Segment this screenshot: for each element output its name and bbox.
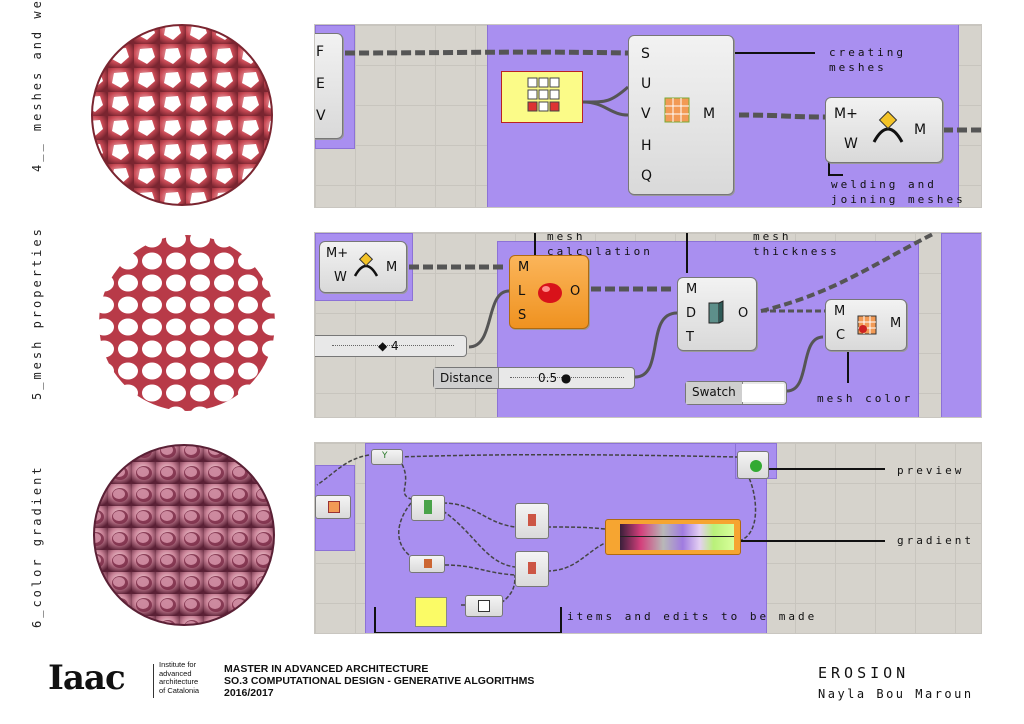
annotation-mesh-thickness: mesh thickness: [753, 232, 840, 258]
component-icon: [424, 500, 432, 514]
integer-slider[interactable]: ◆ 4: [315, 335, 467, 357]
input-s: S: [518, 308, 527, 323]
component-l[interactable]: [409, 555, 445, 573]
annotation-welding: welding and joining meshes: [831, 178, 966, 206]
year-label: 2016/2017: [224, 687, 274, 699]
input-h: H: [641, 138, 652, 154]
input-w: W: [334, 270, 347, 285]
swatch-node[interactable]: Swatch: [685, 381, 787, 405]
course-title: SO.3 COMPUTATIONAL DESIGN - GENERATIVE A…: [224, 675, 535, 687]
mesh-join-node-copy[interactable]: M+ W M: [319, 241, 407, 293]
author-name: Nayla Bou Maroun: [818, 687, 974, 701]
component-icon: [424, 559, 432, 568]
input-m-plus: M+: [326, 246, 349, 261]
input-m: M: [834, 304, 846, 319]
component-icon: [528, 562, 536, 574]
gradient-node[interactable]: [605, 519, 741, 555]
output-o: O: [570, 284, 581, 299]
mesh-thickness-node[interactable]: M D T O: [677, 277, 757, 351]
slider-value: ◆ 4: [378, 339, 399, 353]
gradient-sphere-image: [93, 444, 275, 626]
output-m: M: [890, 316, 902, 331]
mesh-color-icon: [857, 315, 877, 335]
logo-divider: [153, 664, 154, 698]
input-m: M: [686, 282, 698, 297]
mesh-construct-node[interactable]: S U V H Q M: [628, 35, 734, 195]
mesh-calculation-node[interactable]: M L S O: [509, 255, 589, 329]
annotation-items-edits: items and edits to be made: [567, 610, 818, 623]
component-icon: [478, 600, 490, 612]
weld-icon: [872, 110, 904, 143]
institute-name: Institute for advanced architecture of C…: [159, 660, 200, 695]
input-d: D: [686, 306, 697, 321]
annotation-preview: preview: [897, 464, 965, 477]
output-m: M: [914, 122, 927, 138]
output-m: M: [386, 260, 398, 275]
output-m: M: [703, 106, 716, 122]
thicken-icon: [708, 300, 724, 324]
grasshopper-canvas-properties[interactable]: M+ W M M L S O M D T O M C M ◆ 4 Distanc…: [314, 232, 982, 418]
port-label: V: [316, 108, 326, 124]
preview-node[interactable]: [737, 451, 769, 479]
group-right: [941, 233, 981, 417]
grasshopper-canvas-meshes[interactable]: F E V S U V H Q M M+ W M creating meshes…: [314, 24, 982, 208]
input-u: U: [641, 76, 652, 92]
weld-icon: [353, 252, 379, 277]
annotation-gradient: gradient: [897, 534, 974, 547]
input-w: W: [844, 136, 858, 152]
component-mid-bottom[interactable]: [515, 551, 549, 587]
plant-icon: Y: [382, 451, 388, 461]
yellow-panel-node[interactable]: [415, 597, 447, 627]
component-kk[interactable]: [411, 495, 445, 521]
annotation-mesh-calculation: mesh calculation: [547, 232, 653, 258]
mesh-color-node[interactable]: M C M: [825, 299, 907, 351]
slider-name: Distance: [434, 368, 500, 388]
swatch-grid-icon: [527, 77, 560, 112]
color-swatch-node[interactable]: [501, 71, 583, 123]
port-label: E: [316, 76, 325, 92]
annotation-creating-meshes: creating meshes: [829, 46, 906, 74]
slider-value: 0.5 ●: [538, 371, 572, 385]
mesh-join-node[interactable]: M+ W M: [825, 97, 943, 163]
annotation-mesh-color: mesh color: [817, 392, 914, 405]
lattice-sphere-image: [91, 24, 273, 206]
input-m-plus: M+: [834, 106, 858, 122]
input-param-node[interactable]: Y: [371, 449, 403, 465]
swatch-name: Swatch: [686, 382, 743, 404]
distance-slider[interactable]: Distance 0.5 ●: [433, 367, 635, 389]
iaac-logo: Iaac: [48, 658, 126, 698]
input-q: Q: [641, 168, 653, 184]
input-v: V: [641, 106, 651, 122]
input-m: M: [518, 260, 530, 275]
input-c: C: [836, 328, 846, 343]
input-l: L: [518, 284, 526, 299]
section-label-4: 4__ meshes and welding: [30, 0, 44, 172]
port-label: F: [316, 44, 325, 60]
mesh-color-icon: [328, 501, 340, 513]
preview-sphere-icon: [750, 460, 762, 472]
program-title: MASTER IN ADVANCED ARCHITECTURE: [224, 663, 429, 675]
section-label-6: 6_color gradient: [30, 464, 44, 628]
mesh-properties-sphere-image: [99, 235, 275, 411]
section-label-5: 5_mesh properties: [30, 226, 44, 400]
mesh-grid-icon: [664, 97, 690, 123]
left-mesh-node[interactable]: [315, 495, 351, 519]
red-blob-icon: [538, 283, 562, 303]
project-title: EROSION: [818, 664, 910, 682]
component-ab[interactable]: [465, 595, 503, 617]
component-mid-top[interactable]: [515, 503, 549, 539]
output-o: O: [738, 306, 749, 321]
grasshopper-canvas-gradient[interactable]: Y preview gradient items and edits to be…: [314, 442, 982, 634]
left-partial-node[interactable]: F E V: [315, 33, 343, 139]
gradient-strip: [620, 524, 734, 550]
component-icon: [528, 514, 536, 526]
input-s: S: [641, 46, 650, 62]
input-t: T: [686, 330, 694, 345]
